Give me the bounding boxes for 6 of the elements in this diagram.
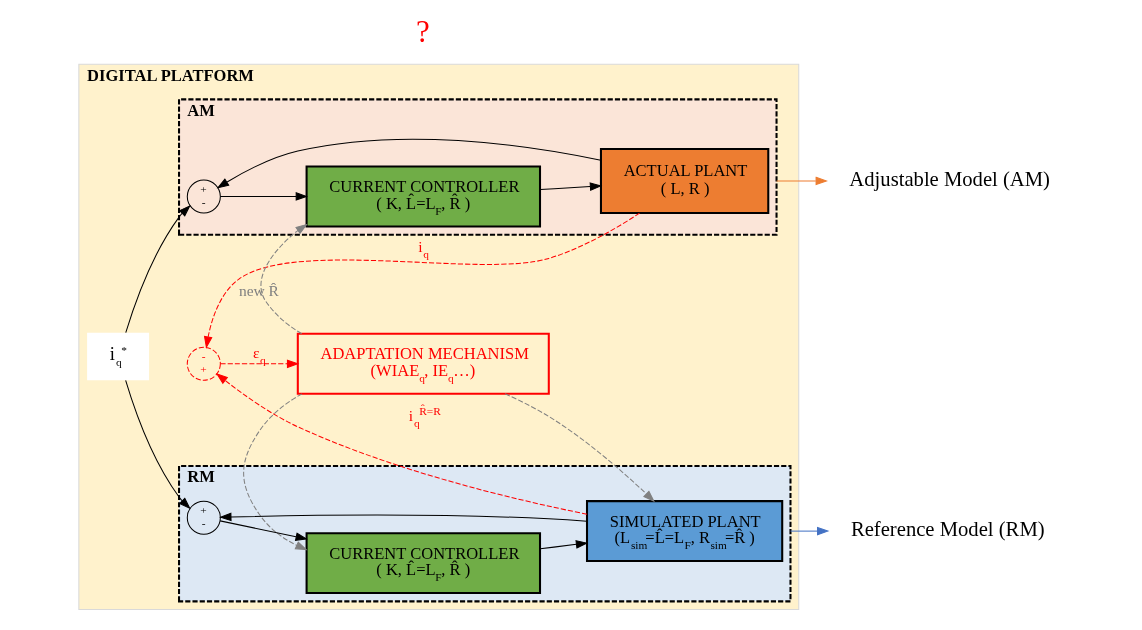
edge-label: ε$_{q}$	[252, 343, 266, 366]
node-text: Adjustable Model (AM)	[849, 167, 1051, 190]
edge-label: new R̂	[238, 281, 279, 299]
label: ?	[416, 13, 430, 49]
edge-label: i$_{q}$	[418, 237, 429, 260]
node-text: Reference Model (RM)	[850, 517, 1045, 540]
